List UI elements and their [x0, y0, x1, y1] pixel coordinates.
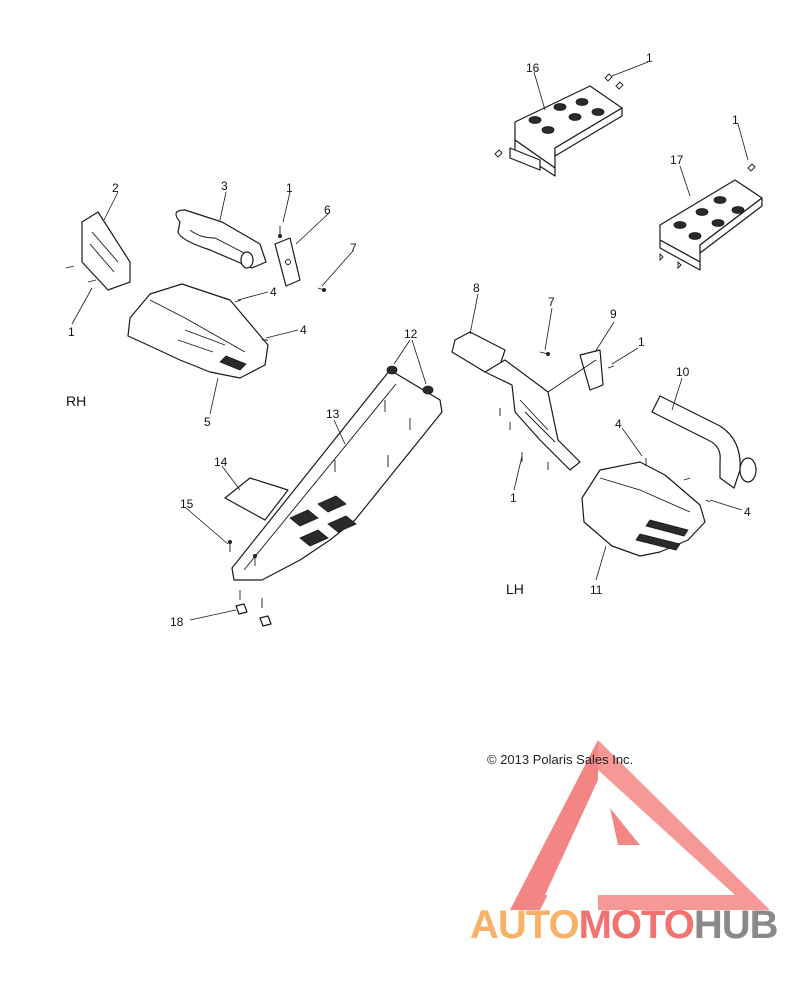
part-17-plate	[659, 163, 763, 271]
watermark-moto: MOTO	[579, 903, 694, 947]
part-16-holes	[528, 98, 605, 134]
callout-14: 14	[214, 455, 228, 469]
watermark-logo	[510, 740, 770, 910]
callout-5: 5	[204, 415, 211, 429]
callout-3: 3	[221, 179, 228, 193]
callout-17: 17	[670, 153, 684, 167]
part-14-decal	[224, 477, 289, 521]
part-3-tube	[175, 209, 267, 269]
copyright-text: © 2013 Polaris Sales Inc.	[487, 752, 634, 767]
watermark-text: AUTOMOTOHUB	[470, 903, 778, 947]
callouts: 1 16 1 17 2 3 1 6 7 4 4 1 5 8 7 9 1 10 4…	[68, 51, 751, 629]
part-6-bracket	[274, 237, 301, 287]
part-17-holes	[673, 196, 745, 240]
part-11-guard	[581, 461, 706, 557]
callout-4b: 4	[300, 323, 307, 337]
part-2-bracket	[65, 211, 131, 291]
part-5-guard	[127, 283, 269, 379]
callout-6: 6	[324, 203, 331, 217]
callout-4d: 4	[744, 505, 751, 519]
callout-11: 11	[590, 583, 603, 597]
callout-18: 18	[170, 615, 184, 629]
callout-1c: 1	[286, 181, 293, 195]
leader-lines	[71, 61, 749, 621]
part-16-plate	[494, 73, 624, 177]
callout-13: 13	[326, 407, 340, 421]
callout-7b: 7	[548, 295, 555, 309]
part-10-tube	[651, 395, 757, 489]
part-12-nuts	[386, 365, 434, 395]
callout-1e: 1	[638, 335, 645, 349]
side-label-lh: LH	[506, 581, 524, 597]
callout-7a: 7	[350, 241, 357, 255]
callout-1b: 1	[732, 113, 739, 127]
callout-1d: 1	[68, 325, 75, 339]
watermark-auto: AUTO	[470, 903, 579, 947]
callout-8: 8	[473, 281, 480, 295]
callout-12: 12	[404, 327, 418, 341]
part-18-clips	[235, 590, 272, 627]
part-13-skid-plate	[231, 369, 443, 581]
callout-4c: 4	[615, 417, 622, 431]
callout-4a: 4	[270, 285, 277, 299]
callout-2: 2	[112, 181, 119, 195]
part-8-9-bracket	[451, 331, 604, 471]
callout-15: 15	[180, 497, 194, 511]
callout-16: 16	[526, 61, 540, 75]
side-label-rh: RH	[66, 393, 86, 409]
callout-10: 10	[676, 365, 690, 379]
callout-1f: 1	[510, 491, 517, 505]
watermark-hub: HUB	[694, 903, 778, 947]
callout-9: 9	[610, 307, 617, 321]
callout-1a: 1	[646, 51, 653, 65]
